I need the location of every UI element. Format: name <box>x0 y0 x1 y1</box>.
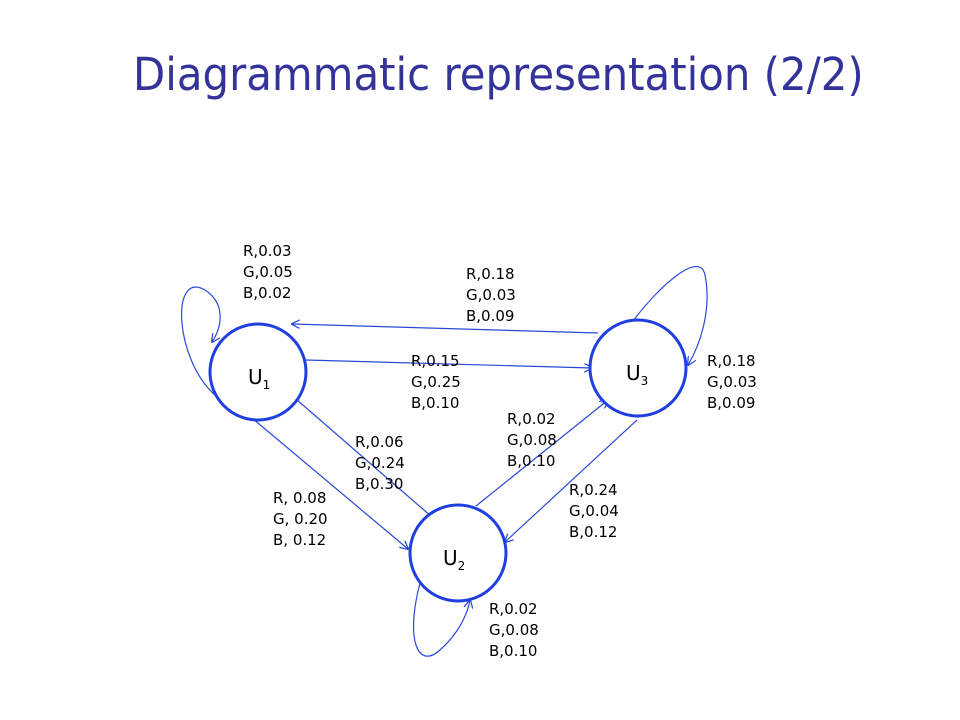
label-u1-to-u2: R, 0.08 G, 0.20 B, 0.12 <box>273 489 332 549</box>
node-u1: U1 <box>208 322 308 422</box>
svg-text:U2: U2 <box>443 546 465 573</box>
edge-u2-to-u1 <box>289 393 433 518</box>
edge-u3-to-u2 <box>505 419 638 542</box>
label-u3-self: R,0.18 G,0.03 B,0.09 <box>707 352 762 412</box>
edge-u3-self <box>632 265 708 365</box>
edge-u3-to-u1 <box>292 324 599 334</box>
label-u3-to-u2: R,0.24 G,0.04 B,0.12 <box>569 481 624 541</box>
edge-u2-self <box>413 582 470 657</box>
edge-u1-to-u2 <box>251 417 408 549</box>
slide-title: Diagrammatic representation (2/2) <box>133 48 864 101</box>
svg-text:U3: U3 <box>626 361 648 388</box>
node-u3: U3 <box>588 318 688 418</box>
label-u3-to-u1: R,0.18 G,0.03 B,0.09 <box>466 265 521 325</box>
svg-text:U1: U1 <box>248 365 270 392</box>
edge-u1-to-u3 <box>305 359 592 368</box>
edge-u2-to-u3 <box>475 400 608 507</box>
edge-u1-self <box>181 286 221 396</box>
label-u2-to-u3: R,0.02 G,0.08 B,0.10 <box>507 410 562 470</box>
label-u1-to-u3: R,0.15 G,0.25 B,0.10 <box>411 352 466 412</box>
node-u2: U2 <box>408 503 508 603</box>
label-u2-self: R,0.02 G,0.08 B,0.10 <box>489 600 544 660</box>
label-u2-to-u1: R,0.06 G,0.24 B,0.30 <box>355 433 410 493</box>
label-u1-self: R,0.03 G,0.05 B,0.02 <box>243 242 298 302</box>
